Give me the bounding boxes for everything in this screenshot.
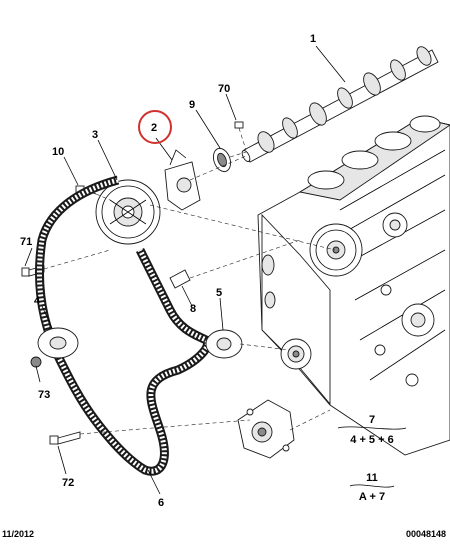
callout-1[interactable]: 1 (310, 33, 316, 45)
timing-belt (34, 175, 212, 476)
crankshaft-sprocket (280, 338, 312, 370)
camshaft-sprocket (95, 179, 161, 245)
legend-11-title[interactable]: 11 (366, 472, 378, 484)
callouts: 1 2 3 9 70 10 71 4 8 5 73 72 6 (20, 33, 316, 509)
callout-70[interactable]: 70 (218, 83, 230, 95)
tensioner-nut (30, 356, 42, 368)
callout-9[interactable]: 9 (189, 99, 195, 111)
oil-seal (212, 147, 232, 173)
camshaft (241, 46, 439, 163)
engine-block (257, 115, 450, 456)
callout-10[interactable]: 10 (52, 146, 64, 158)
callout-8[interactable]: 8 (190, 303, 196, 315)
injection-pump-sprocket (309, 223, 363, 277)
assembly-lines (43, 127, 336, 435)
callout-71[interactable]: 71 (20, 236, 32, 248)
callout-4[interactable]: 4 (34, 295, 41, 307)
idler-roller (205, 329, 243, 359)
callout-5[interactable]: 5 (216, 287, 222, 299)
water-pump (237, 399, 295, 459)
idler-stud (169, 269, 191, 289)
legend-7-title[interactable]: 7 (369, 414, 375, 426)
callout-73[interactable]: 73 (38, 389, 50, 401)
key-pin (234, 121, 244, 129)
callout-3[interactable]: 3 (92, 129, 98, 141)
callout-72[interactable]: 72 (62, 477, 74, 489)
legend-11-parts: A + 7 (359, 491, 385, 503)
legend: 7 4 + 5 + 6 11 A + 7 (337, 414, 407, 503)
leader-lines (24, 45, 346, 495)
highlight-circle (138, 110, 172, 144)
callout-2[interactable]: 2 (151, 122, 157, 134)
legend-7-parts: 4 + 5 + 6 (350, 434, 393, 446)
tensioner-roller (37, 327, 79, 359)
footer-reference: 00048148 (405, 529, 446, 539)
water-pump-bolt (49, 431, 81, 445)
callout-6[interactable]: 6 (158, 497, 164, 509)
sprocket-hub (164, 149, 201, 211)
footer-date: 11/2012 (2, 529, 35, 539)
